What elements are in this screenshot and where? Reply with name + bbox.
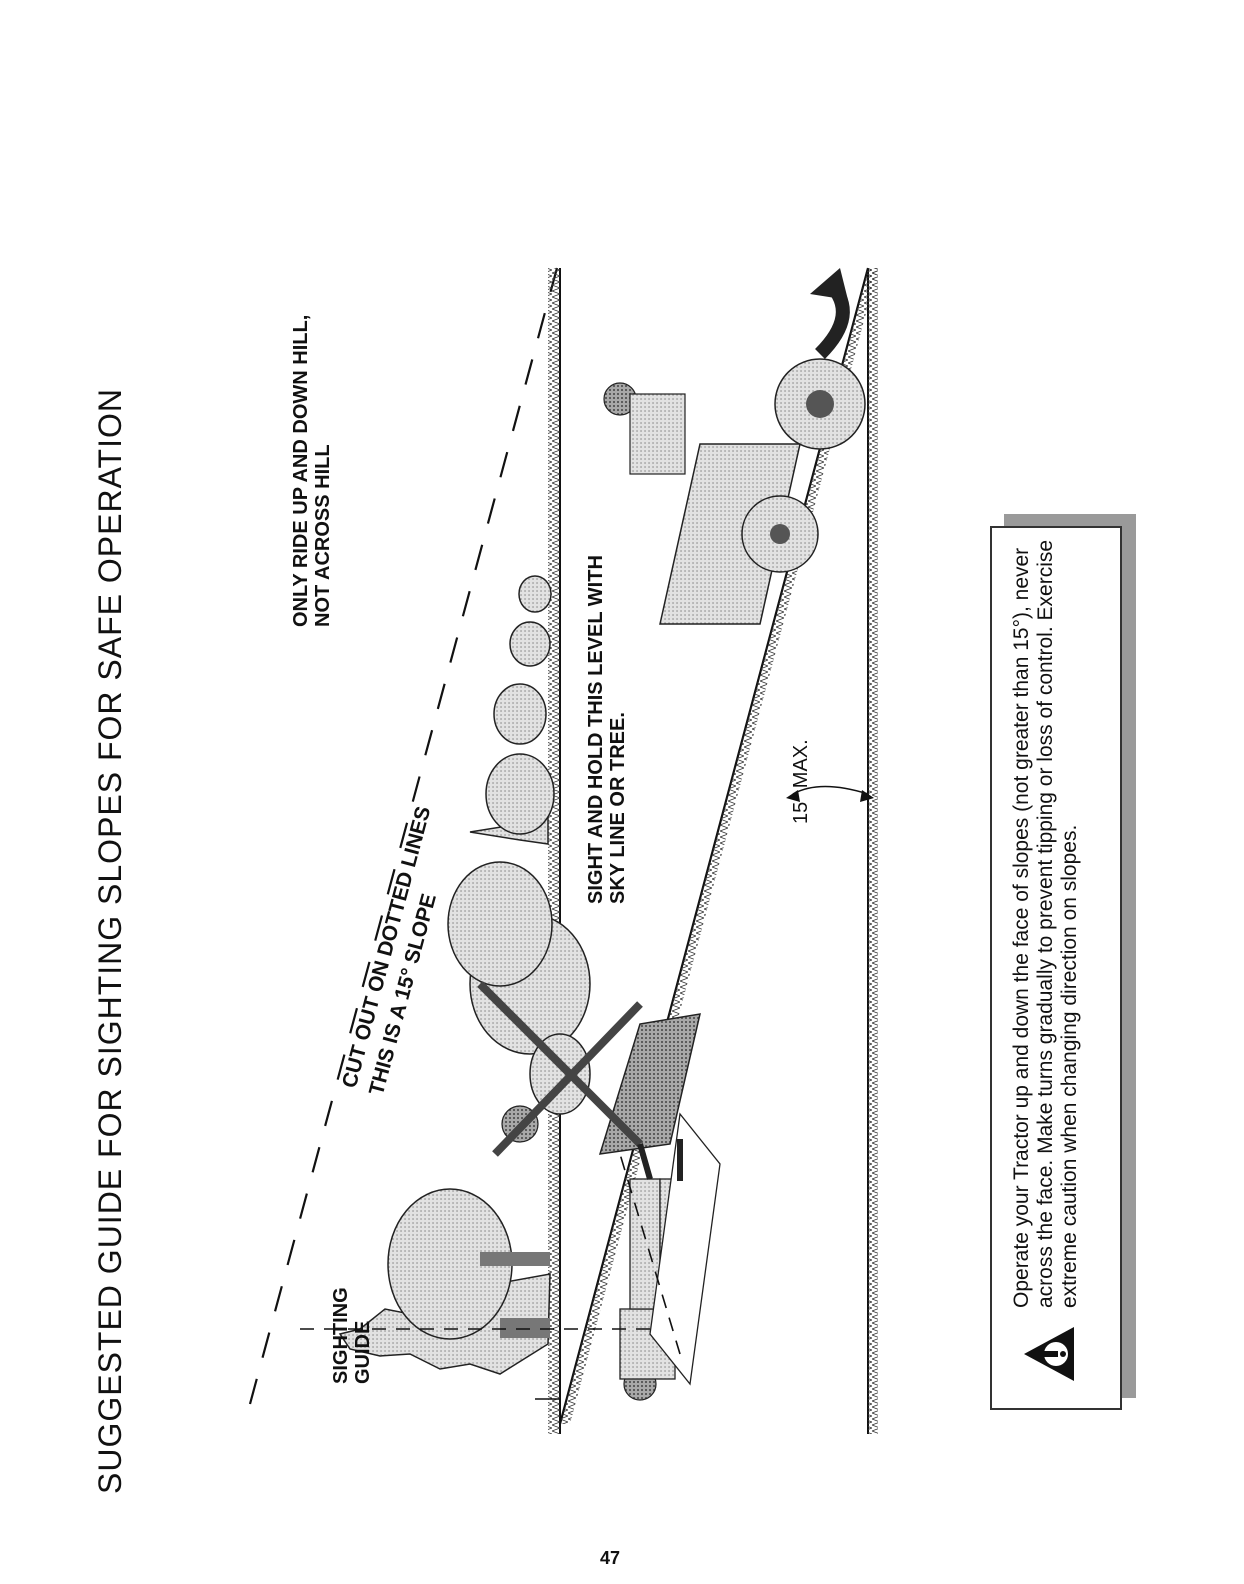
ride-line-2: NOT ACROSS HILL bbox=[312, 444, 334, 627]
sighting-guide-line-1: SIGHTING bbox=[330, 1287, 352, 1384]
page-number: 47 bbox=[600, 1548, 621, 1568]
tractor-uphill bbox=[603, 358, 866, 625]
trees bbox=[338, 575, 591, 1375]
sight-hold-label: SIGHT AND HOLD THIS LEVEL WITH SKY LINE … bbox=[585, 555, 629, 904]
warning-box: Operate your Tractor up and down the fac… bbox=[990, 526, 1122, 1410]
max-angle-label: 15° MAX. bbox=[790, 739, 812, 824]
ride-line-1: ONLY RIDE UP AND DOWN HILL, bbox=[290, 314, 312, 627]
ride-label: ONLY RIDE UP AND DOWN HILL, NOT ACROSS H… bbox=[290, 315, 334, 627]
warning-icon bbox=[1024, 1327, 1074, 1381]
dashed-cut-line bbox=[248, 267, 559, 1405]
sight-hold-line-2: SKY LINE OR TREE. bbox=[607, 712, 629, 904]
grass-strip-bottom bbox=[868, 268, 878, 1434]
sighting-guide-line-2: GUIDE bbox=[352, 1320, 374, 1384]
sighting-guide-label: SIGHTING GUIDE bbox=[330, 1287, 374, 1384]
sight-line bbox=[619, 1153, 681, 1355]
grass-strip-top bbox=[548, 268, 560, 1434]
arrow-head bbox=[810, 268, 848, 300]
page-title: SUGGESTED GUIDE FOR SIGHTING SLOPES FOR … bbox=[92, 388, 128, 1494]
warning-text: Operate your Tractor up and down the fac… bbox=[1010, 539, 1081, 1308]
sight-hold-line-1: SIGHT AND HOLD THIS LEVEL WITH bbox=[585, 555, 607, 904]
crossed-out-tractor bbox=[477, 981, 701, 1157]
